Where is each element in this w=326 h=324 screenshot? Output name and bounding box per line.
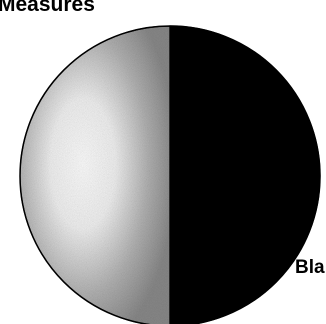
- chart-title: Measures: [0, 0, 95, 16]
- pie-slices: [20, 26, 320, 324]
- pie-slice-1: [20, 26, 170, 324]
- slice-label-black: Bla: [295, 257, 325, 278]
- pie-slice-2: [170, 26, 320, 324]
